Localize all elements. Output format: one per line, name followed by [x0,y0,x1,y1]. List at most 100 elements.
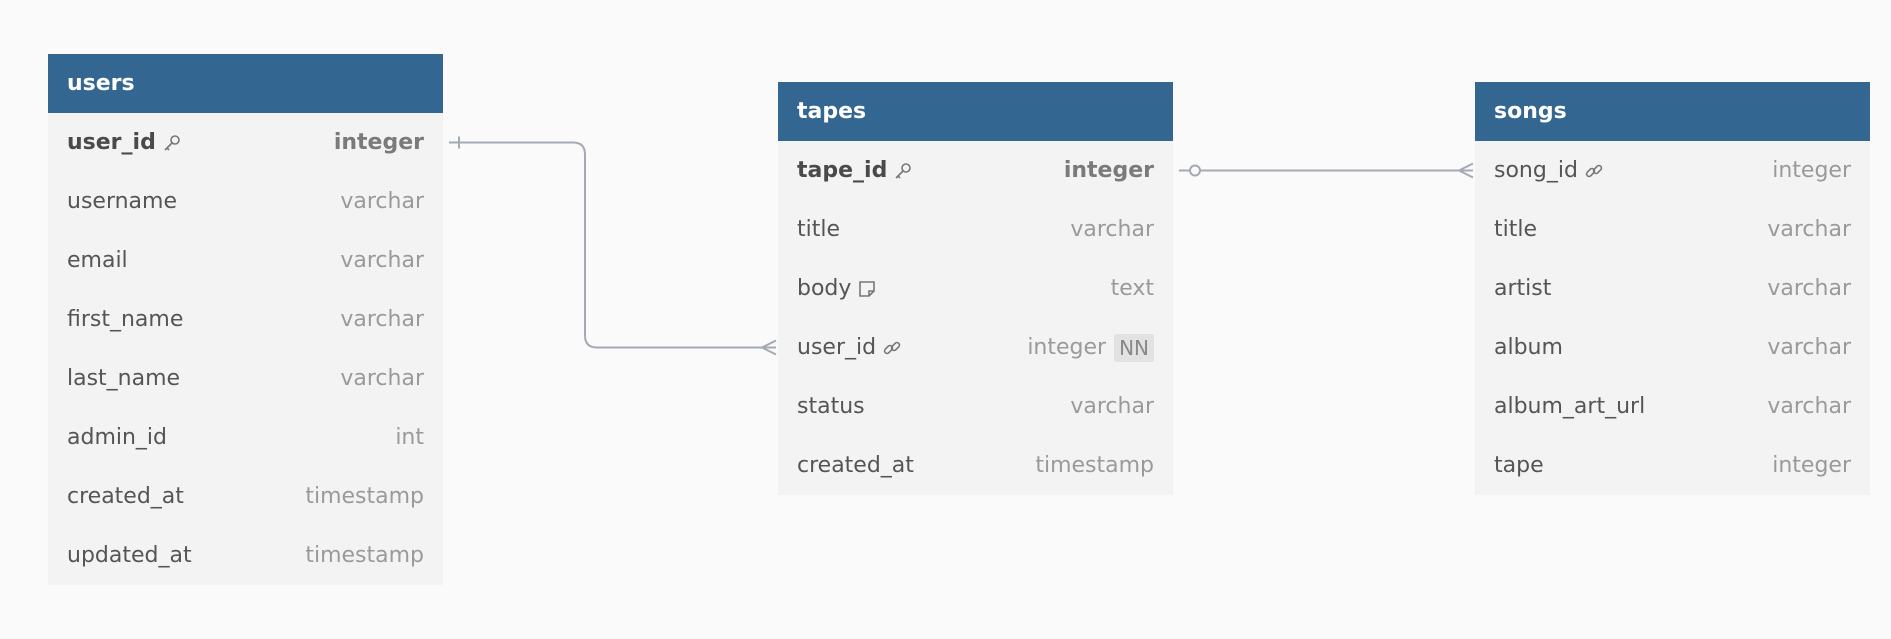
field-type: varchar [340,248,424,273]
key-icon [162,133,182,153]
field-row[interactable]: artist varchar [1475,259,1870,318]
field-type-text: timestamp [305,543,424,568]
field-row[interactable]: last_name varchar [48,349,443,408]
field-name-text: email [67,248,128,273]
field-name-text: status [797,394,865,419]
not-null-badge: NN [1114,333,1154,362]
field-row[interactable]: user_id integer [48,113,443,172]
field-name: user_id [67,130,182,155]
field-row[interactable]: album varchar [1475,318,1870,377]
field-type: varchar [340,189,424,214]
key-icon [893,161,913,181]
field-type: integer [334,130,424,155]
field-type-text: varchar [1070,394,1154,419]
field-row[interactable]: created_at timestamp [778,436,1173,495]
field-type: text [1111,276,1154,301]
field-name-text: title [797,217,841,242]
field-row[interactable]: admin_id int [48,408,443,467]
table-header[interactable]: tapes [778,82,1173,141]
field-type: varchar [1767,394,1851,419]
field-name: email [67,248,128,273]
field-name: status [797,394,865,419]
field-type: timestamp [305,543,424,568]
table-users[interactable]: users user_id integer username varchar email v… [48,54,443,585]
link-icon [882,338,902,358]
field-row[interactable]: status varchar [778,377,1173,436]
field-name: album_art_url [1494,394,1645,419]
field-type-text: timestamp [305,484,424,509]
field-name-text: updated_at [67,543,192,568]
field-type-text: varchar [1070,217,1154,242]
field-type: varchar [1767,217,1851,242]
link-icon [1584,161,1604,181]
field-name-text: last_name [67,366,181,391]
field-name: tape_id [797,158,913,183]
field-type: varchar [1070,394,1154,419]
field-row[interactable]: title varchar [1475,200,1870,259]
field-name-text: album_art_url [1494,394,1646,419]
field-name: created_at [797,453,914,478]
many-marker [761,339,777,356]
field-name: updated_at [67,543,192,568]
field-type-text: integer [1063,158,1154,183]
field-row[interactable]: first_name varchar [48,290,443,349]
field-row[interactable]: username varchar [48,172,443,231]
field-type: timestamp [1035,453,1154,478]
field-type-text: integer [333,130,424,155]
field-type: varchar [340,366,424,391]
many-marker [1458,162,1474,179]
field-name-text: tape [1494,453,1544,478]
field-type-text: varchar [1767,217,1851,242]
table-header[interactable]: songs [1475,82,1870,141]
field-type: varchar [1070,217,1154,242]
field-row[interactable]: tape integer [1475,436,1870,495]
field-name: album [1494,335,1563,360]
zero-or-one-marker [1189,164,1201,177]
field-row[interactable]: tape_id integer [778,141,1173,200]
field-name-text: created_at [797,453,914,478]
field-type: timestamp [305,484,424,509]
field-type-text: integer [1772,158,1851,183]
field-row[interactable]: updated_at timestamp [48,526,443,585]
field-type-text: timestamp [1035,453,1154,478]
field-type: integer [1772,158,1851,183]
field-name: title [797,217,840,242]
field-row[interactable]: title varchar [778,200,1173,259]
field-type-text: varchar [1767,394,1851,419]
field-name: username [67,189,177,214]
field-type-text: varchar [1767,335,1851,360]
field-type: varchar [340,307,424,332]
relationship-line [449,141,776,349]
field-type-text: varchar [340,189,424,214]
field-name-text: title [1494,217,1538,242]
field-name-text: user_id [797,335,877,360]
field-name-text: admin_id [67,425,168,450]
field-name-text: created_at [67,484,184,509]
field-name-text: first_name [67,307,184,332]
field-row[interactable]: created_at timestamp [48,467,443,526]
table-header[interactable]: users [48,54,443,113]
field-type-text: integer [1772,453,1851,478]
field-type-text: varchar [1767,276,1851,301]
field-name: user_id [797,335,902,360]
field-name-text: username [67,189,177,214]
field-row[interactable]: album_art_url varchar [1475,377,1870,436]
field-type: integer [1064,158,1154,183]
field-type: varchar [1767,335,1851,360]
field-type: int [395,425,424,450]
field-name: created_at [67,484,184,509]
field-type-text: varchar [340,248,424,273]
field-type-text: varchar [340,307,424,332]
field-name: artist [1494,276,1551,301]
field-name: last_name [67,366,180,391]
field-row[interactable]: email varchar [48,231,443,290]
field-name-text: song_id [1494,158,1578,183]
field-row[interactable]: song_id integer [1475,141,1870,200]
field-type-text: text [1110,276,1154,301]
